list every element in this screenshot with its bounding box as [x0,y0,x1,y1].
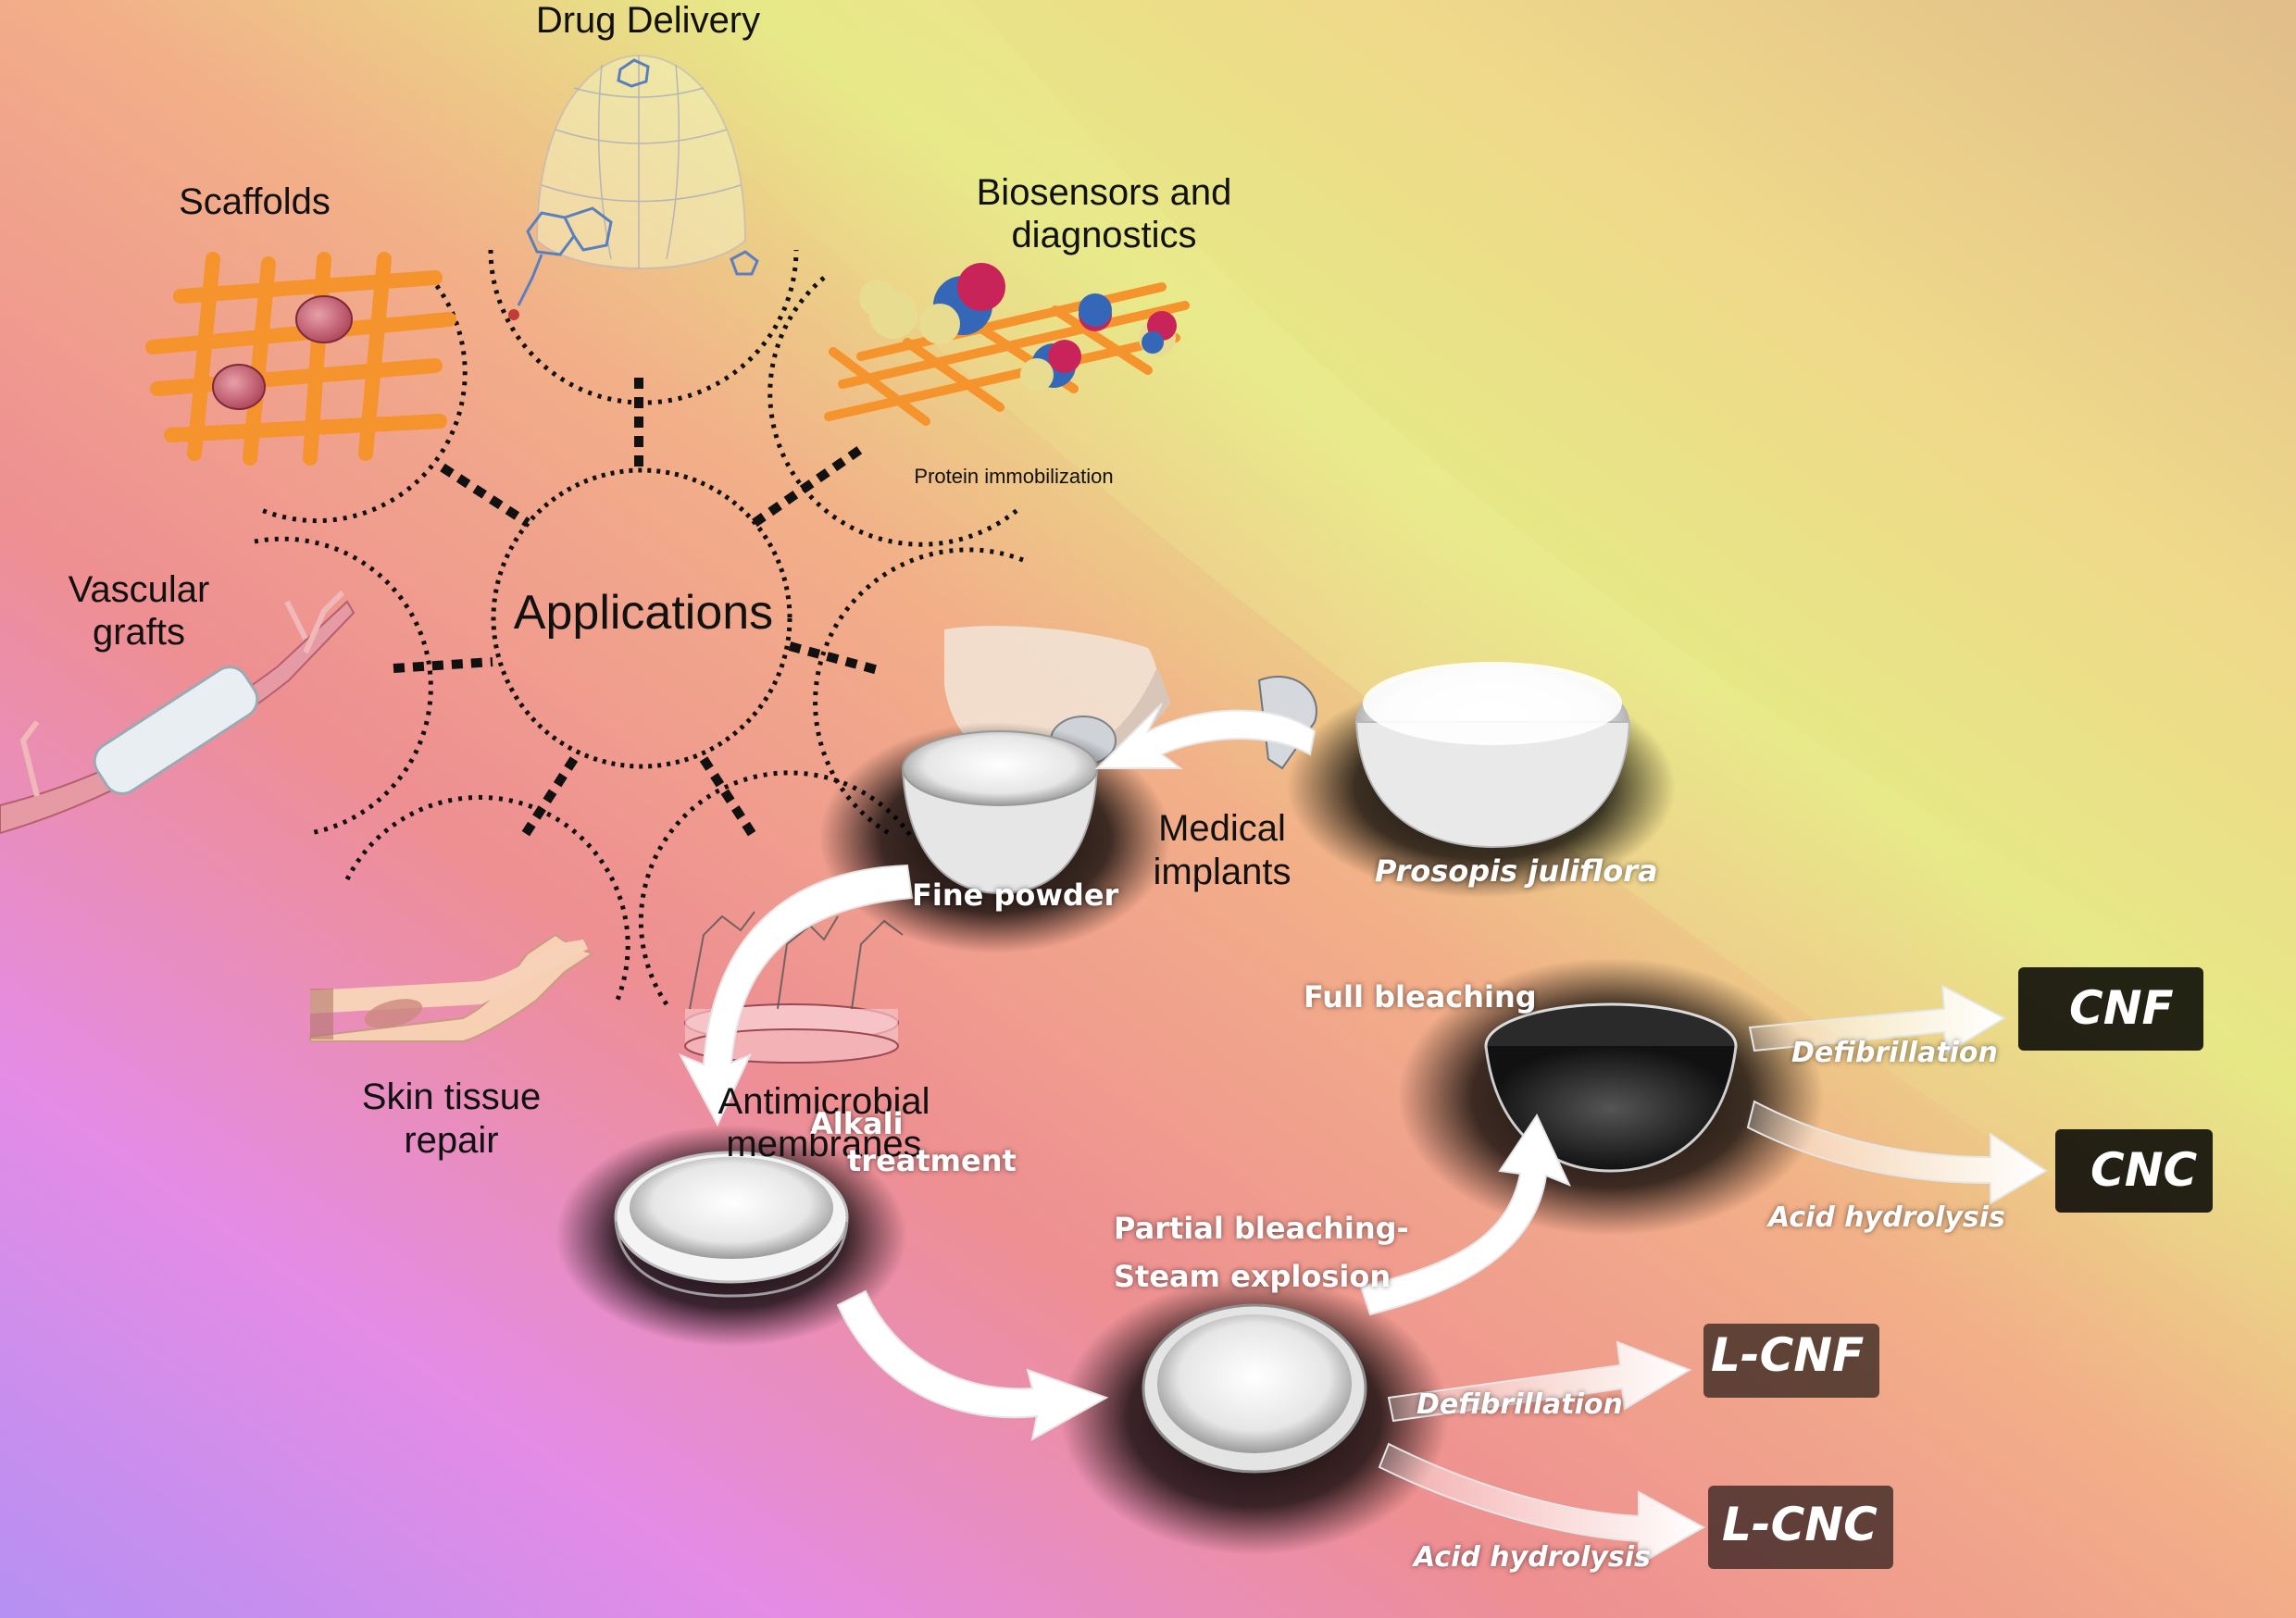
vascular-graft-illustration [0,590,356,835]
defibrillation-top-label: Defibrillation [1791,1037,1998,1069]
defibrillation-bottom-label: Defibrillation [1416,1388,1623,1421]
scaffolds-label: Scaffolds [179,181,331,222]
alkali-label-line1: Alkali [810,1106,904,1141]
medical-implants-label-line2: implants [1153,852,1292,892]
acid-hydrolysis-bottom-label: Acid hydrolysis [1414,1541,1651,1574]
partial-bleaching-label-line1: Partial bleaching- [1114,1211,1409,1246]
vascular-grafts-label-line1: Vascular [68,569,210,610]
drug-delivery-illustration [508,54,759,320]
fine-powder-bowl [901,730,1099,895]
medical-implants-label-line1: Medical [1158,808,1286,849]
lcnf-label: L-CNF [1711,1328,1865,1382]
biosensors-label-line1: Biosensors and [976,172,1232,213]
biosensor-illustration [824,263,1190,426]
vascular-grafts-label-line2: grafts [92,612,186,653]
process-arrows [678,703,2048,1566]
acid-hydrolysis-top-label: Acid hydrolysis [1768,1201,2005,1234]
skin-tissue-label-line1: Skin tissue [361,1077,542,1117]
lcnc-label: L-CNC [1722,1498,1878,1551]
full-bleaching-label: Full bleaching [1304,979,1537,1014]
biosensors-label-line2: diagnostics [1011,215,1197,255]
alkali-treatment-bowl [614,1151,849,1298]
drug-delivery-label: Drug Delivery [535,0,761,41]
applications-hub [491,467,792,769]
protein-immobilization-label: Protein immobilization [914,465,1114,488]
fine-powder-label: Fine powder [912,877,1119,913]
antimicrobial-label-line1: Antimicrobial [718,1081,930,1122]
cell-illustration [295,295,353,343]
prosopis-juliflora-bowl [1354,662,1631,849]
skin-tissue-label-line2: repair [404,1120,499,1161]
applications-center-label: Applications [513,586,774,640]
lcnf-box [1703,1324,1879,1398]
cnc-box [2055,1129,2213,1213]
antimicrobial-label-line2: membranes [726,1124,922,1164]
hub-spokes [393,378,883,840]
satellite-arcs [254,249,1024,1006]
cnf-label: CNF [2069,981,2174,1035]
source-label: Prosopis juliflora [1375,853,1658,889]
cnf-box [2018,967,2203,1051]
cnc-label: CNC [2090,1143,2198,1197]
steam-explosion-bowl [1142,1303,1367,1474]
lcnc-box [1708,1486,1893,1569]
cell-illustration [212,364,266,410]
partial-bleaching-label-line2: Steam explosion [1114,1259,1391,1294]
skin-repair-illustration [309,933,595,1042]
alkali-label-line2: treatment [847,1143,1017,1178]
